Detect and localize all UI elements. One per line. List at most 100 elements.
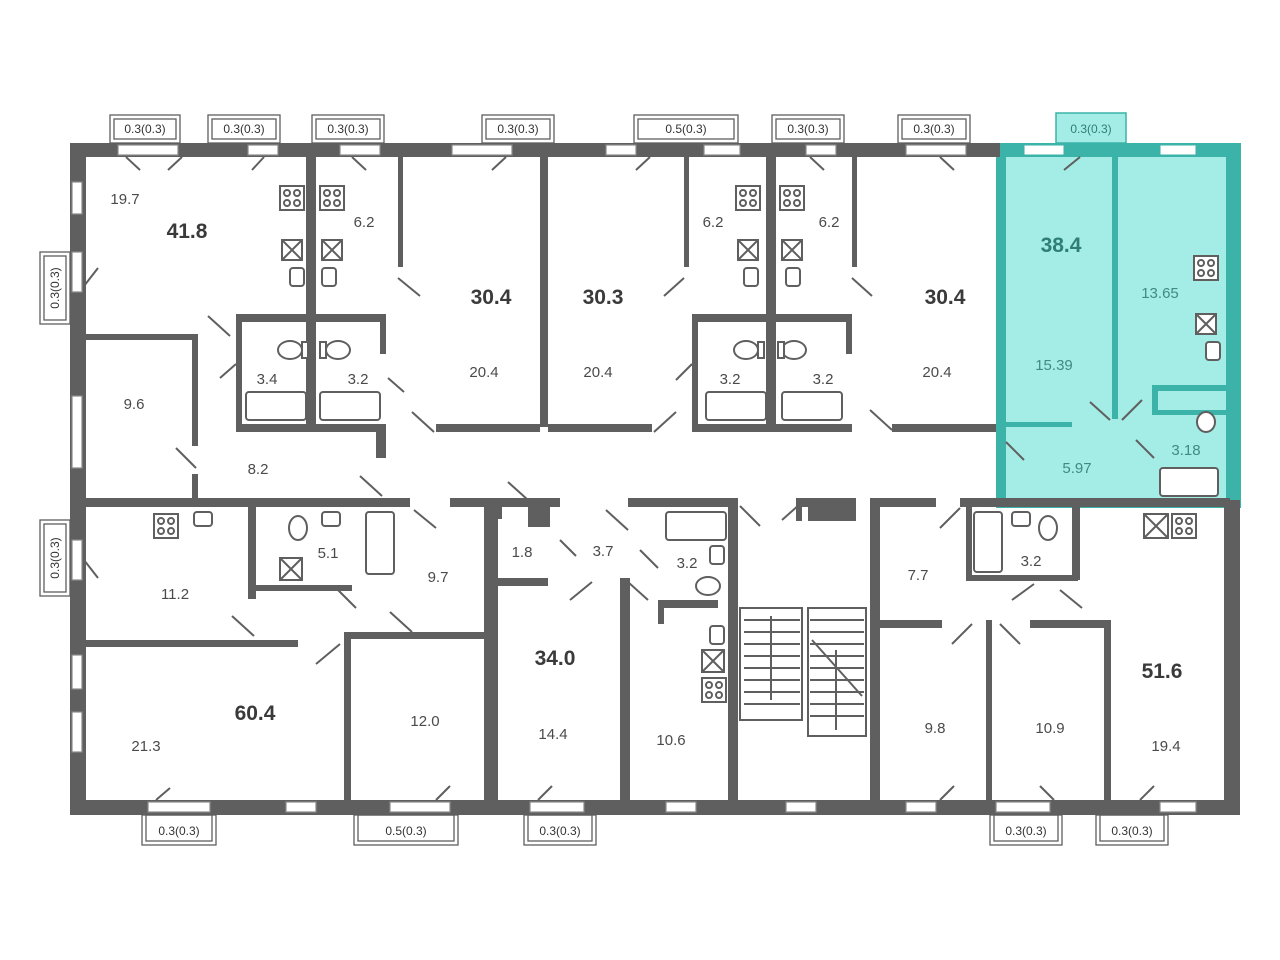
ventilation-icon — [1195, 313, 1217, 335]
selected-room-area: 15.39 — [1035, 357, 1073, 374]
doors — [83, 156, 1155, 801]
room-area: 6.2 — [354, 214, 375, 231]
selected-balcony-label: 0.3(0.3) — [1070, 122, 1111, 136]
bathtub-icon — [319, 391, 381, 421]
stove-icon — [319, 185, 345, 211]
room-area: 20.4 — [922, 364, 951, 381]
sink-icon — [1011, 511, 1031, 527]
room-area: 6.2 — [819, 214, 840, 231]
sink-icon — [743, 267, 759, 287]
room-area: 3.2 — [1021, 553, 1042, 570]
apartment-total[interactable]: 34.0 — [535, 647, 576, 670]
stove-icon — [701, 677, 727, 703]
room-area: 9.8 — [925, 720, 946, 737]
bathtub-icon — [781, 391, 843, 421]
sink-icon — [321, 511, 341, 527]
outer-walls — [70, 143, 1240, 815]
room-area: 12.0 — [410, 713, 439, 730]
balcony-label: 0.3(0.3) — [1111, 824, 1152, 838]
apartment-total[interactable]: 30.4 — [471, 286, 512, 309]
sink-icon — [709, 545, 725, 565]
room-area: 9.7 — [428, 569, 449, 586]
selected-room-area: 13.65 — [1141, 285, 1179, 302]
ventilation-icon — [279, 557, 303, 581]
apartment-total[interactable]: 51.6 — [1142, 660, 1183, 683]
sink-icon — [289, 267, 305, 287]
ventilation-icon — [1143, 513, 1169, 539]
toilet-icon — [733, 340, 765, 360]
apartment-totals: 41.8 30.4 30.3 30.4 38.4 60.4 34.0 51.6 — [167, 220, 1183, 725]
stove-icon — [1171, 513, 1197, 539]
room-area: 5.1 — [318, 545, 339, 562]
apartment-total[interactable]: 41.8 — [167, 220, 208, 243]
toilet-icon — [319, 340, 351, 360]
toilet-icon — [777, 340, 807, 360]
bathtub-icon — [973, 511, 1003, 573]
room-area: 11.2 — [161, 586, 189, 603]
balcony-label: 0.3(0.3) — [539, 824, 580, 838]
apartment-total[interactable]: 60.4 — [235, 702, 276, 725]
selected-room-area: 3.18 — [1171, 442, 1200, 459]
balcony-label: 0.3(0.3) — [787, 122, 828, 136]
toilet-icon — [1196, 411, 1216, 433]
room-areas: 19.7 6.2 3.4 3.2 20.4 20.4 6.2 6.2 3.2 3… — [110, 191, 1200, 755]
sink-icon — [321, 267, 337, 287]
balcony-label: 0.5(0.3) — [665, 122, 706, 136]
balcony-label: 0.3(0.3) — [48, 537, 62, 578]
ventilation-icon — [281, 239, 303, 261]
bathtub-icon — [365, 511, 395, 575]
apartment-total[interactable]: 30.4 — [925, 286, 966, 309]
balcony-labels: 0.3(0.3) 0.3(0.3) 0.3(0.3) 0.3(0.3) 0.5(… — [48, 122, 1153, 838]
staircase — [739, 607, 867, 737]
selected-room-area: 5.97 — [1062, 460, 1091, 477]
room-area: 1.8 — [512, 544, 533, 561]
room-area: 14.4 — [538, 726, 567, 743]
sink-icon — [193, 511, 213, 527]
stove-icon — [735, 185, 761, 211]
apartment-total[interactable]: 30.3 — [583, 286, 624, 309]
stove-icon — [779, 185, 805, 211]
room-area: 3.2 — [677, 555, 698, 572]
stove-icon — [1193, 255, 1219, 281]
stove-icon — [153, 513, 179, 539]
toilet-icon — [288, 515, 308, 541]
interior-walls — [86, 157, 1230, 802]
balcony-label: 0.3(0.3) — [327, 122, 368, 136]
ventilation-icon — [321, 239, 343, 261]
room-area: 10.9 — [1035, 720, 1064, 737]
room-area: 3.4 — [257, 371, 278, 388]
balcony-label: 0.3(0.3) — [223, 122, 264, 136]
bathtub-icon — [665, 511, 727, 541]
room-area: 3.2 — [720, 371, 741, 388]
ventilation-icon — [781, 239, 803, 261]
room-area: 9.6 — [124, 396, 145, 413]
room-area: 20.4 — [469, 364, 498, 381]
bathtub-icon — [1159, 467, 1219, 497]
balcony-label: 0.5(0.3) — [385, 824, 426, 838]
room-area: 6.2 — [703, 214, 724, 231]
room-area: 3.2 — [348, 371, 369, 388]
sink-icon — [709, 625, 725, 645]
toilet-icon — [695, 576, 721, 596]
selected-apartment[interactable] — [996, 112, 1241, 508]
room-area: 3.7 — [593, 543, 614, 560]
room-area: 3.2 — [813, 371, 834, 388]
ventilation-icon — [737, 239, 759, 261]
fixtures — [153, 185, 1221, 703]
selected-apartment-total[interactable]: 38.4 — [1041, 234, 1082, 257]
balcony-label: 0.3(0.3) — [158, 824, 199, 838]
balcony-label: 0.3(0.3) — [913, 122, 954, 136]
bathtub-icon — [245, 391, 307, 421]
balcony-label: 0.3(0.3) — [1005, 824, 1046, 838]
balcony-label: 0.3(0.3) — [497, 122, 538, 136]
sink-icon — [1205, 341, 1221, 361]
balconies — [39, 114, 1169, 846]
room-area: 7.7 — [908, 567, 929, 584]
bathtub-icon — [705, 391, 767, 421]
balcony-label: 0.3(0.3) — [48, 267, 62, 308]
sink-icon — [785, 267, 801, 287]
room-area: 10.6 — [656, 732, 685, 749]
room-area: 19.7 — [110, 191, 139, 208]
toilet-icon — [1038, 515, 1058, 541]
